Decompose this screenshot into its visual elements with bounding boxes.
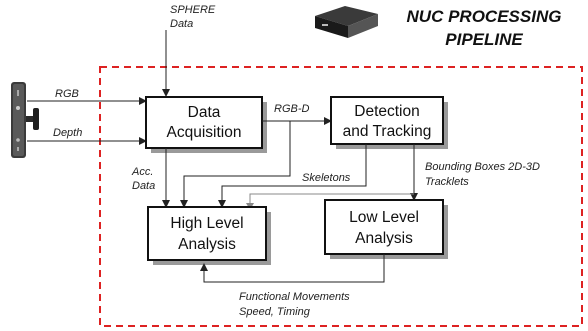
detection-tracking-line-1: Detection (354, 103, 419, 120)
bounding-boxes-label-1: Bounding Boxes 2D-3D (425, 161, 540, 173)
depth-camera-icon (11, 82, 39, 158)
rgb-label: RGB (55, 88, 79, 100)
data-acquisition-box: Data Acquisition (145, 96, 267, 153)
title-line-2: PIPELINE (445, 30, 523, 49)
low-level-analysis-box: Low Level Analysis (324, 199, 448, 259)
rgbd-label: RGB-D (274, 103, 310, 115)
low-level-analysis-line-2: Analysis (355, 230, 413, 247)
high-level-analysis-box: High Level Analysis (147, 206, 271, 265)
functional-label-1: Functional Movements (239, 291, 350, 303)
functional-label-2: Speed, Timing (239, 306, 311, 318)
data-acquisition-line-2: Acquisition (167, 124, 242, 141)
sphere-data-label-1: SPHERE (170, 4, 216, 16)
high-level-analysis-line-1: High Level (170, 215, 243, 232)
depth-label: Depth (53, 127, 82, 139)
rgbd-to-high-level-arrow (180, 121, 291, 208)
sphere-data-label-2: Data (170, 18, 193, 30)
acc-data-label-1: Acc. (131, 166, 153, 178)
high-level-analysis-line-2: Analysis (178, 236, 236, 253)
functional-movements-arrow (200, 254, 385, 283)
pipeline-boundary (99, 66, 583, 327)
tracklets-to-high-level-line (249, 193, 414, 205)
detection-tracking-line-2: and Tracking (343, 123, 432, 140)
skeletons-label: Skeletons (302, 172, 351, 184)
title-line-1: NUC PROCESSING (407, 7, 562, 26)
acc-data-label-2: Data (132, 180, 155, 192)
bounding-boxes-label-2: Tracklets (425, 176, 469, 188)
skeletons-arrow (218, 144, 367, 208)
detection-tracking-box: Detection and Tracking (330, 96, 448, 149)
low-level-analysis-line-1: Low Level (349, 209, 419, 226)
nuc-computer-icon (315, 6, 378, 38)
data-acquisition-line-1: Data (188, 104, 221, 121)
